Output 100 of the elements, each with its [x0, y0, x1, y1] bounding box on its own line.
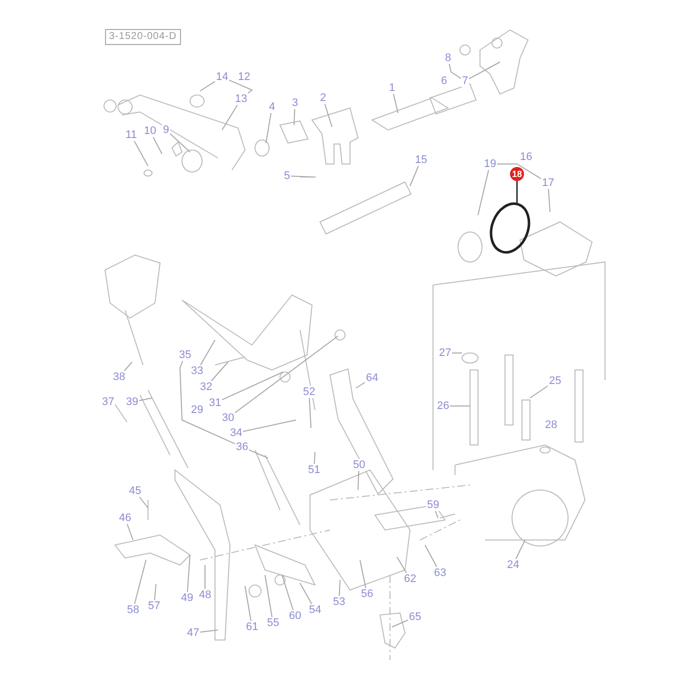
leader-line	[392, 620, 408, 628]
leader-line	[222, 104, 238, 130]
leader-line	[358, 470, 360, 490]
leader-line	[392, 94, 398, 114]
leader-line	[244, 586, 252, 622]
leader-line	[200, 630, 218, 633]
callout-number: 39	[125, 396, 140, 408]
drawing-number: 3-1520-004-D	[105, 29, 181, 45]
callout-number: 27	[438, 347, 452, 359]
callout-number: 36	[235, 441, 250, 453]
leader-line	[222, 372, 284, 400]
leader-line	[516, 181, 518, 203]
callout-number: 35	[178, 349, 192, 361]
callout-number: 51	[307, 464, 322, 476]
leader-line	[530, 385, 548, 398]
callout-number: 6	[440, 75, 448, 87]
callout-number: 26	[436, 400, 450, 412]
bracket-line	[448, 64, 462, 79]
callout-number: 30	[221, 412, 236, 424]
callout-number: 53	[332, 596, 346, 608]
leader-line	[338, 580, 340, 596]
callout-number: 37	[101, 396, 116, 408]
leader-line	[294, 108, 296, 126]
leader-line	[204, 564, 206, 590]
callout-number: 64	[365, 372, 380, 384]
callout-number: 1	[388, 82, 396, 94]
leader-line	[478, 170, 490, 216]
bracket-line	[496, 164, 542, 180]
callout-number: 60	[288, 610, 302, 622]
leader-line	[124, 362, 132, 372]
leader-line	[210, 362, 228, 382]
callout-number: 38	[112, 371, 126, 383]
leader-line	[266, 112, 272, 144]
leader-line	[434, 510, 438, 518]
callout-number: 63	[433, 567, 448, 579]
leader-line	[324, 104, 332, 128]
leader-line	[314, 452, 316, 464]
callout-number: 61	[245, 621, 260, 633]
callout-number: 50	[352, 459, 366, 471]
leader-line	[138, 398, 152, 402]
leader-line	[242, 420, 296, 432]
callout-number: 24	[506, 559, 520, 571]
callout-number: 28	[544, 419, 558, 431]
leader-line	[396, 556, 407, 574]
callout-number: 47	[186, 627, 200, 639]
callout-number: 7	[461, 75, 470, 87]
callout-number: 32	[199, 381, 214, 393]
callout-number: 65	[408, 611, 422, 623]
callout-number: 54	[308, 604, 322, 616]
callout-number: 11	[124, 129, 138, 141]
leader-line	[424, 544, 438, 568]
leader-line	[360, 560, 366, 588]
leader-line	[356, 382, 366, 388]
leader-line	[290, 176, 314, 178]
callout-number: 15	[414, 154, 428, 166]
callout-number: 5	[283, 170, 292, 182]
leader-line	[234, 336, 338, 414]
leader-line	[134, 560, 146, 604]
callout-number: 33	[190, 365, 204, 377]
callout-number: 4	[268, 101, 276, 113]
bracket-line	[228, 80, 253, 94]
leader-line	[200, 340, 216, 366]
callout-number: 46	[118, 512, 132, 524]
callout-number: 3	[291, 97, 300, 109]
leader-line	[170, 133, 190, 152]
leader-line	[410, 166, 419, 186]
callout-number: 19	[483, 158, 498, 170]
callout-number: 17	[541, 177, 556, 189]
leader-line	[300, 582, 312, 604]
leader-line	[126, 524, 134, 540]
leader-line	[139, 496, 148, 508]
callout-number: 14	[215, 71, 230, 83]
callout-number: 55	[266, 617, 280, 629]
callout-number: 31	[208, 397, 222, 409]
callout-number: 62	[403, 573, 418, 585]
callout-number: 45	[128, 485, 142, 497]
leader-line	[200, 80, 216, 92]
highlighted-callout-number: 18	[510, 167, 524, 181]
leader-line	[152, 136, 162, 154]
callout-number: 12	[237, 71, 252, 83]
callout-number: 10	[143, 125, 158, 137]
leader-line	[186, 554, 190, 592]
callout-number: 13	[234, 93, 248, 105]
bracket-line	[180, 360, 236, 444]
callout-number: 8	[444, 52, 452, 64]
callout-number: 58	[126, 604, 140, 616]
callout-number: 48	[198, 589, 212, 601]
leader-line	[248, 449, 268, 458]
callout-number: 56	[360, 588, 374, 600]
leader-line	[154, 584, 156, 600]
leader-line	[515, 540, 526, 560]
callout-number: 59	[426, 499, 440, 511]
callout-number: 49	[180, 592, 194, 604]
callout-number: 29	[190, 404, 204, 416]
callout-number: 16	[519, 151, 534, 163]
leader-line	[468, 62, 500, 80]
leader-line	[282, 574, 294, 610]
callout-number: 34	[229, 427, 244, 439]
leader-line	[308, 398, 312, 428]
callout-number: 25	[548, 375, 562, 387]
